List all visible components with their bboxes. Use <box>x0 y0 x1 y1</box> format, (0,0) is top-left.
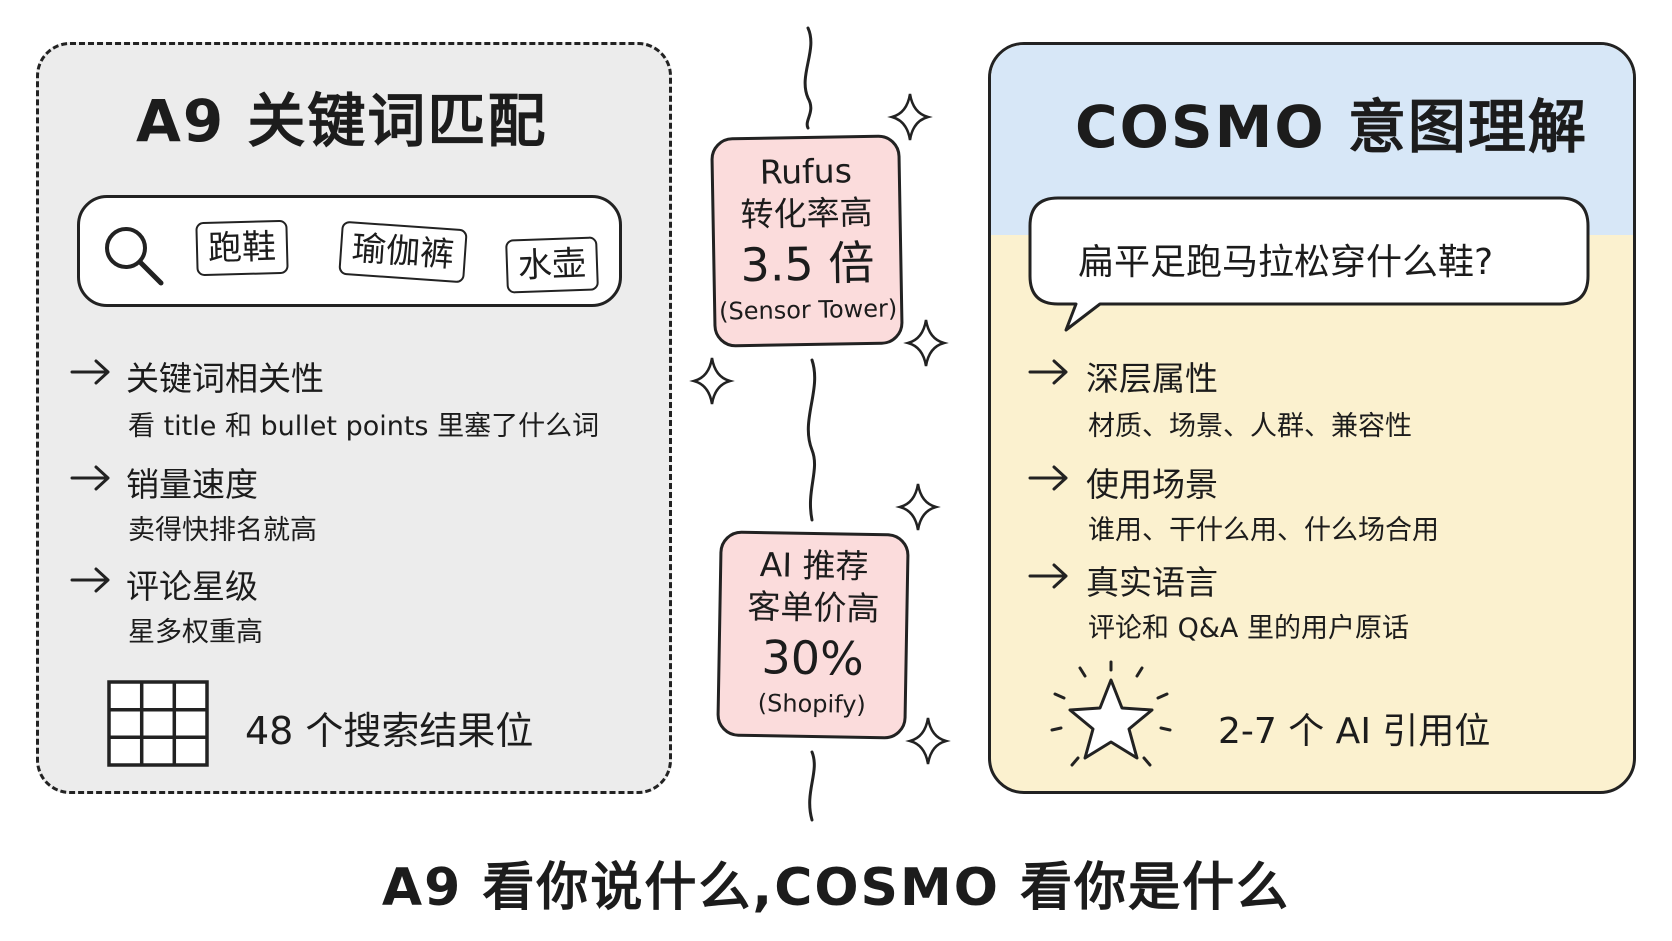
a9-title: A9 关键词匹配 <box>136 87 548 155</box>
search-tag-running-shoes: 跑鞋 <box>195 219 289 277</box>
ai-recommend-source: (Shopify) <box>757 689 867 719</box>
a9-item-2-sub: 卖得快排名就高 <box>128 515 317 546</box>
a9-item-1-head: 关键词相关性 <box>126 359 324 398</box>
connector-line-top <box>803 26 813 130</box>
cosmo-item-3-sub: 评论和 Q&A 里的用户原话 <box>1088 613 1409 644</box>
rufus-source: (Sensor Tower) <box>718 294 898 326</box>
rufus-value: 3.5 倍 <box>740 235 875 293</box>
a9-panel <box>36 42 672 794</box>
sparkle-icon <box>905 717 951 765</box>
cosmo-item-3-head: 真实语言 <box>1086 563 1218 602</box>
a9-result-slots: 48 个搜索结果位 <box>245 709 534 753</box>
rufus-label: Rufus <box>759 151 853 192</box>
cosmo-panel <box>988 42 1636 794</box>
cosmo-item-1-sub: 材质、场景、人群、兼容性 <box>1088 411 1412 442</box>
bottom-tagline: A9 看你说什么,COSMO 看你是什么 <box>381 858 1291 918</box>
search-tag-water-bottle: 水壶 <box>505 236 599 294</box>
cosmo-citation-slots: 2-7 个 AI 引用位 <box>1218 711 1491 752</box>
connector-line-bottom <box>808 750 816 822</box>
search-tag-yoga-pants: 瑜伽裤 <box>338 220 468 284</box>
cosmo-query-text: 扁平足跑马拉松穿什么鞋? <box>1078 242 1494 283</box>
sparkle-icon <box>895 483 941 531</box>
sparkle-icon <box>903 319 949 367</box>
a9-item-3-sub: 星多权重高 <box>128 617 263 648</box>
ai-recommend-metric: 客单价高 <box>747 586 880 629</box>
a9-item-3-head: 评论星级 <box>126 567 258 606</box>
cosmo-title: COSMO 意图理解 <box>1075 93 1588 161</box>
ai-recommend-label: AI 推荐 <box>759 545 869 586</box>
ai-recommend-value: 30% <box>761 630 865 686</box>
grid-icon <box>107 680 209 767</box>
rufus-metric: 转化率高 <box>740 192 873 235</box>
cosmo-item-1-head: 深层属性 <box>1086 359 1218 398</box>
rufus-stat-box: Rufus 转化率高 3.5 倍 (Sensor Tower) <box>710 134 904 348</box>
cosmo-item-2-sub: 谁用、干什么用、什么场合用 <box>1088 515 1439 546</box>
sparkle-icon <box>887 93 933 141</box>
ai-recommend-stat-box: AI 推荐 客单价高 30% (Shopify) <box>716 530 910 740</box>
cosmo-item-2-head: 使用场景 <box>1086 465 1218 504</box>
a9-item-1-sub: 看 title 和 bullet points 里塞了什么词 <box>128 411 600 442</box>
a9-item-2-head: 销量速度 <box>126 465 258 504</box>
search-icon <box>105 227 164 286</box>
sparkle-icon <box>689 357 735 405</box>
connector-line-middle <box>806 358 817 522</box>
